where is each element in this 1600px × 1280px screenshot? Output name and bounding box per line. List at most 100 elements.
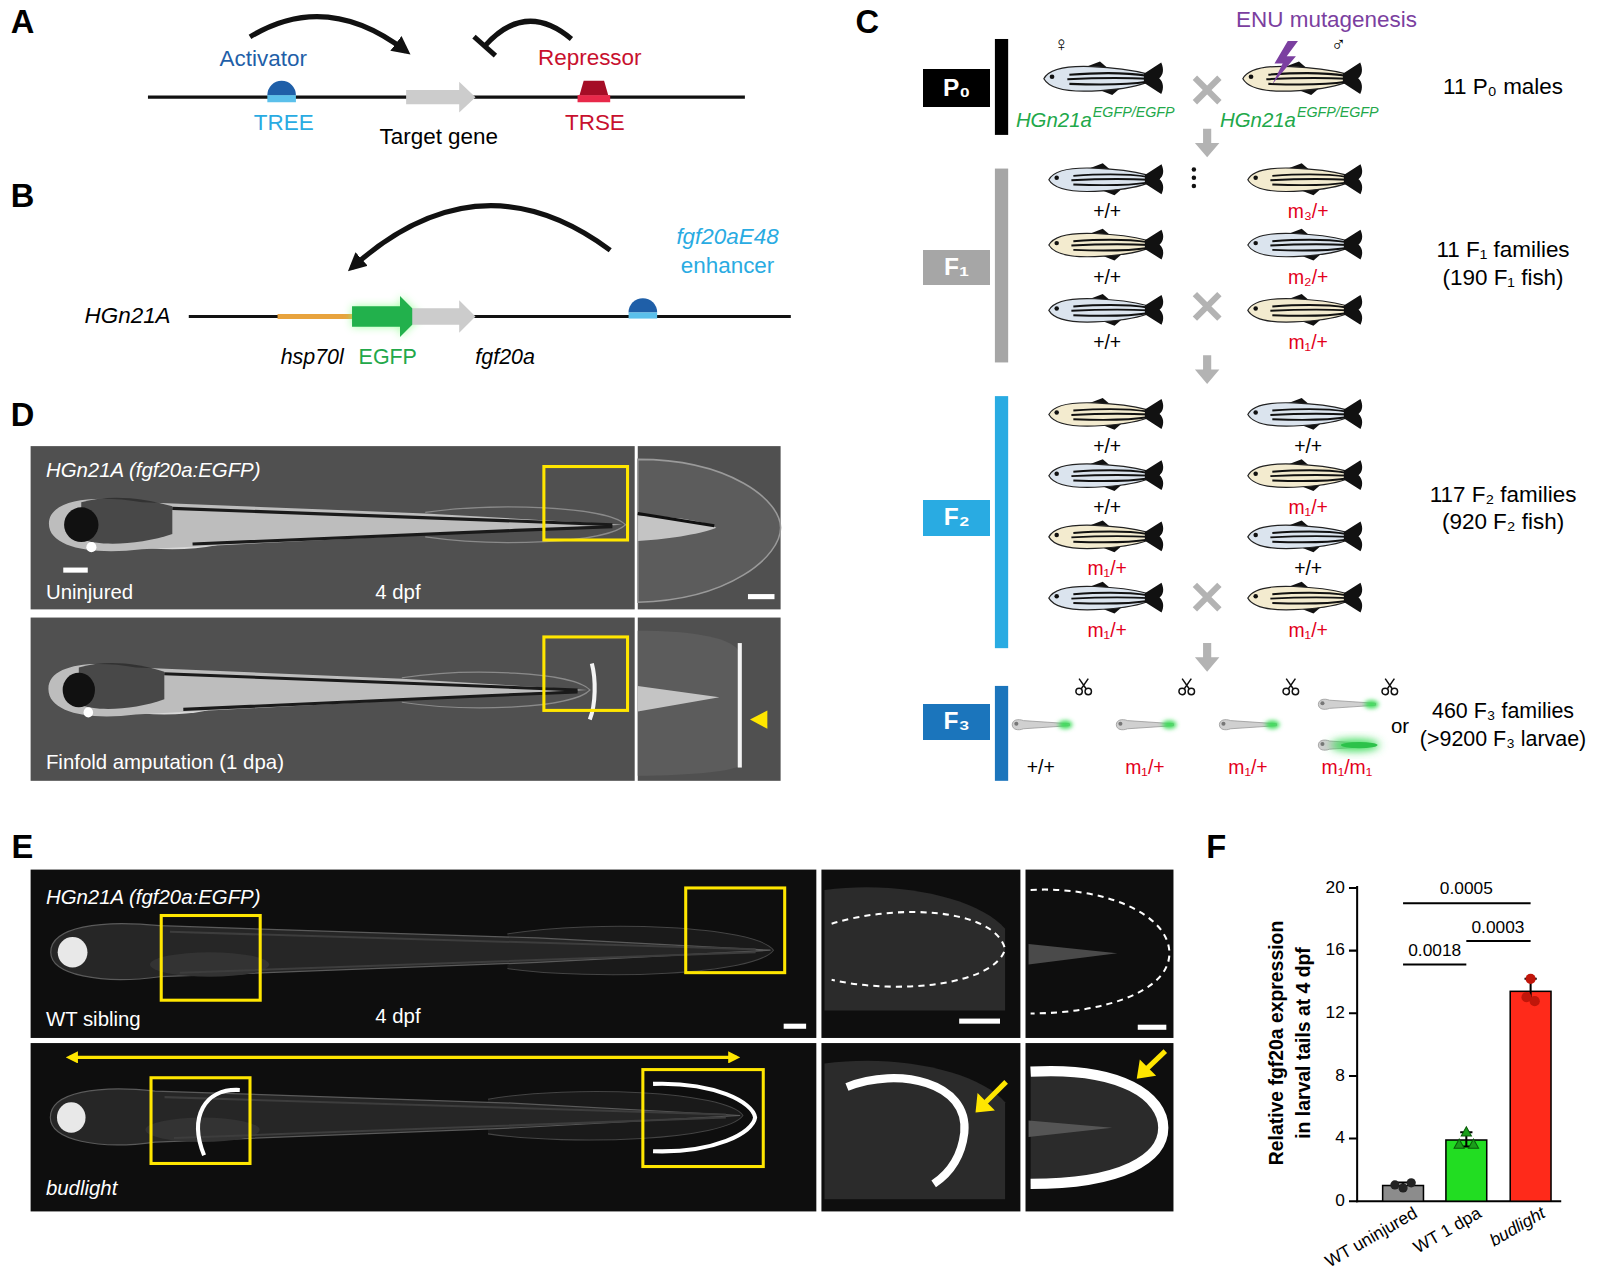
arrow-marker	[976, 1093, 995, 1112]
ellipsis-dots	[1192, 184, 1196, 188]
egfp-signal	[653, 1084, 755, 1152]
larva-image	[50, 1089, 743, 1145]
repression-bar	[474, 37, 495, 56]
text-label: TRSE	[565, 111, 625, 137]
panel-letter: C	[856, 4, 880, 42]
fish-icon	[1049, 294, 1163, 326]
text-label: Uninjured	[46, 581, 133, 604]
ellipsis-dots	[1192, 167, 1196, 171]
larva-icon	[1012, 699, 1375, 750]
microscopy-panel-e	[31, 870, 817, 1038]
enhancer-arrow	[352, 206, 610, 268]
genotype-label: m₁/+	[1288, 618, 1327, 640]
microscopy-panel-d	[31, 618, 635, 781]
generation-name: F₁	[944, 254, 969, 281]
fish-icon	[1248, 163, 1362, 195]
activator-symbol	[267, 81, 296, 95]
text-label: EGFP/EGFP	[1093, 104, 1175, 120]
zoom-box	[151, 1078, 250, 1164]
microscopy-panel-d	[31, 446, 635, 609]
egfp-signal	[847, 1078, 965, 1184]
text-label: EGFP/EGFP	[1297, 104, 1379, 120]
genotype-label: +/+	[1093, 265, 1121, 287]
genotype-label: m₂/+	[1288, 265, 1328, 287]
data-point	[1530, 996, 1540, 1006]
panel-letter: E	[12, 828, 34, 866]
fin-outline	[1031, 890, 1170, 1014]
ellipsis-dots	[1192, 167, 1196, 188]
text-label: fgf20aE48	[676, 224, 778, 250]
axis-label: 4	[1335, 1128, 1345, 1148]
genotype-label: +/+	[1093, 435, 1121, 457]
axis-label: 12	[1326, 1003, 1345, 1023]
larva-image	[48, 663, 590, 717]
scissors-icon	[1283, 679, 1299, 695]
data-point	[1398, 1183, 1407, 1192]
tree-element	[267, 95, 296, 102]
significance-line	[1403, 903, 1531, 964]
fish-icon	[1248, 398, 1362, 430]
scissors-icon	[1076, 679, 1398, 695]
length-arrow	[69, 1056, 736, 1059]
axis-label: WT 1 dpa	[1410, 1204, 1485, 1259]
egfp-tail-signal	[1058, 700, 1379, 751]
gene-regulation-scheme	[148, 17, 745, 113]
fish-icon	[1248, 294, 1362, 326]
arrow-marker	[1147, 1051, 1165, 1068]
larva-image	[49, 498, 626, 552]
sex-symbol: ♂	[1331, 33, 1346, 56]
genotype-label: m₁/+	[1288, 496, 1327, 518]
generation-name: P₀	[943, 75, 970, 102]
data-point	[1390, 974, 1539, 1193]
text-label: ENU mutagenesis	[1236, 8, 1417, 34]
egfp-tail-signal	[1058, 721, 1072, 729]
zoom-box	[544, 637, 628, 710]
genotype-label: m₃/+	[1288, 200, 1329, 222]
genotype-label: m₁/+	[1087, 557, 1126, 579]
head-image	[824, 887, 1005, 1010]
larva-image	[51, 924, 774, 980]
text-label: WT sibling	[46, 1009, 141, 1032]
generation-box: P₀	[923, 69, 989, 107]
genotype-label: m₁/+	[1288, 331, 1327, 353]
data-point	[1407, 1178, 1416, 1187]
zoom-box	[643, 1070, 763, 1167]
text-label: (190 F₁ fish)	[1443, 265, 1564, 291]
repressor-symbol	[580, 81, 609, 95]
text-label: Target gene	[380, 124, 499, 150]
mutagenesis-screen	[995, 39, 1398, 781]
generation-name: F₃	[943, 708, 969, 735]
sex-symbol: ♀	[1054, 33, 1069, 56]
text-label: HGn21a	[1220, 110, 1296, 133]
genotype-label: m₁/+	[1087, 618, 1126, 640]
error-bar	[1397, 979, 1537, 1189]
scale-bar	[784, 1024, 806, 1029]
text-label: Activator	[220, 46, 307, 72]
arrow-marker	[1137, 1059, 1156, 1078]
fish-icon	[1248, 520, 1362, 552]
data-point	[1390, 1180, 1399, 1189]
ellipsis-dots	[1192, 176, 1196, 180]
text-label: HGn21A	[85, 303, 171, 329]
text-label: EGFP	[359, 345, 417, 370]
scale-bar	[63, 568, 87, 573]
dna-line	[189, 315, 791, 318]
zoom-box	[686, 888, 785, 973]
data-point	[1454, 1127, 1478, 1148]
gene-arrow	[406, 82, 475, 113]
generation-box: F₃	[923, 704, 989, 740]
genotype-label: +/+	[1093, 496, 1121, 518]
scale-bar	[1138, 1025, 1167, 1030]
axis-tick	[1349, 888, 1357, 1201]
fish-icon	[1243, 61, 1362, 95]
finfold	[638, 459, 781, 602]
fish-icon	[1049, 520, 1163, 552]
genotype-label: +/+	[1294, 557, 1322, 579]
fish-icon	[1049, 582, 1163, 614]
promoter-segment	[278, 314, 354, 319]
generation-bar	[995, 396, 1008, 648]
fish-icon	[1049, 229, 1163, 261]
text-label: Finfold amputation (1 dpa)	[46, 752, 284, 775]
text-label: HGn21A (fgf20a:EGFP)	[46, 886, 261, 909]
